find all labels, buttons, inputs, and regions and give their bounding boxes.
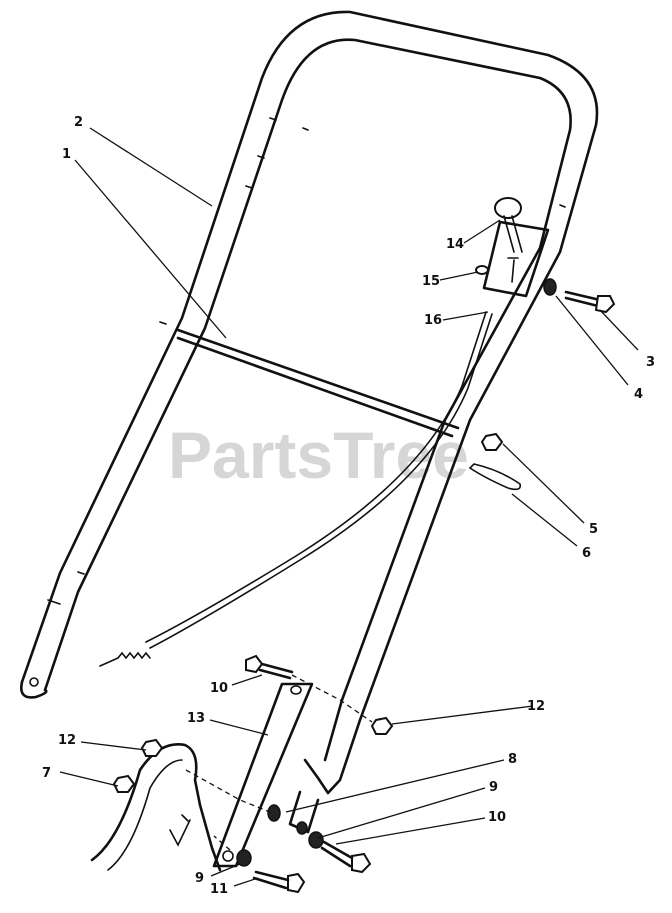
callout-8: 8 xyxy=(508,752,517,767)
deck-bracket xyxy=(90,742,222,872)
washer-9-left xyxy=(236,849,252,867)
nut-12-left xyxy=(140,738,164,757)
callout-11: 11 xyxy=(210,882,228,897)
callout-15: 15 xyxy=(422,274,440,289)
callout-3: 3 xyxy=(646,355,655,370)
callout-2: 2 xyxy=(74,115,83,130)
bolt-left-lower-shank xyxy=(252,870,290,890)
lower-bracket xyxy=(212,682,314,868)
leader-lines xyxy=(59,127,639,887)
control-bracket xyxy=(482,220,550,298)
control-cable xyxy=(149,313,493,649)
cable-end-spring xyxy=(99,651,151,667)
callout-9-left: 9 xyxy=(195,871,204,886)
callout-12-right: 12 xyxy=(527,699,545,714)
cable-clip xyxy=(475,265,489,275)
callout-10-lower: 10 xyxy=(488,810,506,825)
handle-left-mount-hole xyxy=(29,677,39,687)
handle-hole-marks xyxy=(77,117,566,575)
callout-16: 16 xyxy=(424,313,442,328)
callout-10-upper: 10 xyxy=(210,681,228,696)
bolt-left-lower-head xyxy=(287,872,306,894)
control-lever xyxy=(503,215,523,283)
bolt-left-upper-head xyxy=(245,654,264,674)
callout-13: 13 xyxy=(187,711,205,726)
handle-outer-edge xyxy=(20,10,599,795)
washer-9-right xyxy=(308,831,324,849)
cable-tie-clip xyxy=(468,463,522,491)
callout-1: 1 xyxy=(62,147,71,162)
deck-bracket-inner xyxy=(107,759,183,871)
handle-left-flat xyxy=(47,599,61,605)
assembly-axis-lower xyxy=(185,769,271,851)
bolt-left-upper-axis xyxy=(291,674,373,723)
handle-left-end xyxy=(20,680,48,699)
callout-9-right: 9 xyxy=(489,780,498,795)
bolt-right-lower-head xyxy=(351,852,372,874)
bolt-left-upper-shank xyxy=(258,662,294,680)
control-bail-loop xyxy=(494,197,522,219)
nut-right-middle xyxy=(480,432,504,451)
crossbar-rod xyxy=(176,328,460,438)
deck-bracket-notch xyxy=(169,814,191,847)
callout-14: 14 xyxy=(446,237,464,252)
nut-7 xyxy=(112,774,136,793)
callout-12-left: 12 xyxy=(58,733,76,748)
callout-6: 6 xyxy=(582,546,591,561)
washer-small-right xyxy=(296,821,308,835)
callout-4: 4 xyxy=(634,387,643,402)
bolt-right-upper-head xyxy=(594,295,616,314)
washer-8 xyxy=(267,804,281,822)
washer-right-upper xyxy=(543,278,557,296)
nut-12-right xyxy=(370,716,394,735)
lower-bracket-top-hole xyxy=(290,685,302,695)
handle-inner-edge xyxy=(43,38,572,762)
callout-7: 7 xyxy=(42,766,51,781)
bolt-right-upper xyxy=(564,290,602,308)
lower-bracket-bottom-hole xyxy=(222,850,234,862)
control-cable-inner xyxy=(145,311,487,643)
callout-5: 5 xyxy=(589,522,598,537)
bolt-right-lower-shank xyxy=(320,840,354,868)
